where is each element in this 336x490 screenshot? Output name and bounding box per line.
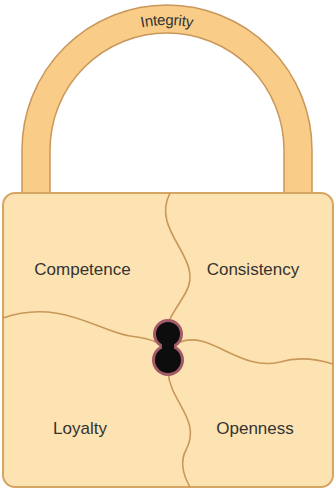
shackle-outline: Integrity: [0, 0, 336, 215]
puzzle-piece: Consistency: [178, 245, 328, 295]
arc-label: Integrity: [139, 10, 196, 30]
piece-label: Loyalty: [53, 419, 107, 439]
lock-body-shape: [3, 193, 333, 487]
puzzle-piece: Loyalty: [10, 404, 150, 454]
puzzle-seam: [180, 340, 333, 364]
shackle-shape: [22, 5, 312, 215]
piece-label: Competence: [34, 260, 130, 280]
arc-label-path: Integrity: [139, 10, 196, 30]
keyhole-rim: [152, 319, 184, 376]
puzzle-seam: [168, 372, 190, 487]
puzzle-piece: Competence: [10, 245, 155, 295]
puzzle-seam: [166, 193, 191, 328]
puzzle-seams: [3, 193, 333, 487]
piece-label: Consistency: [207, 260, 300, 280]
keyhole-hole: [155, 322, 181, 373]
puzzle-piece: Openness: [185, 404, 325, 454]
puzzle-seam: [3, 312, 156, 342]
piece-label: Openness: [216, 419, 294, 439]
lock-shackle: Integrity: [0, 0, 336, 215]
